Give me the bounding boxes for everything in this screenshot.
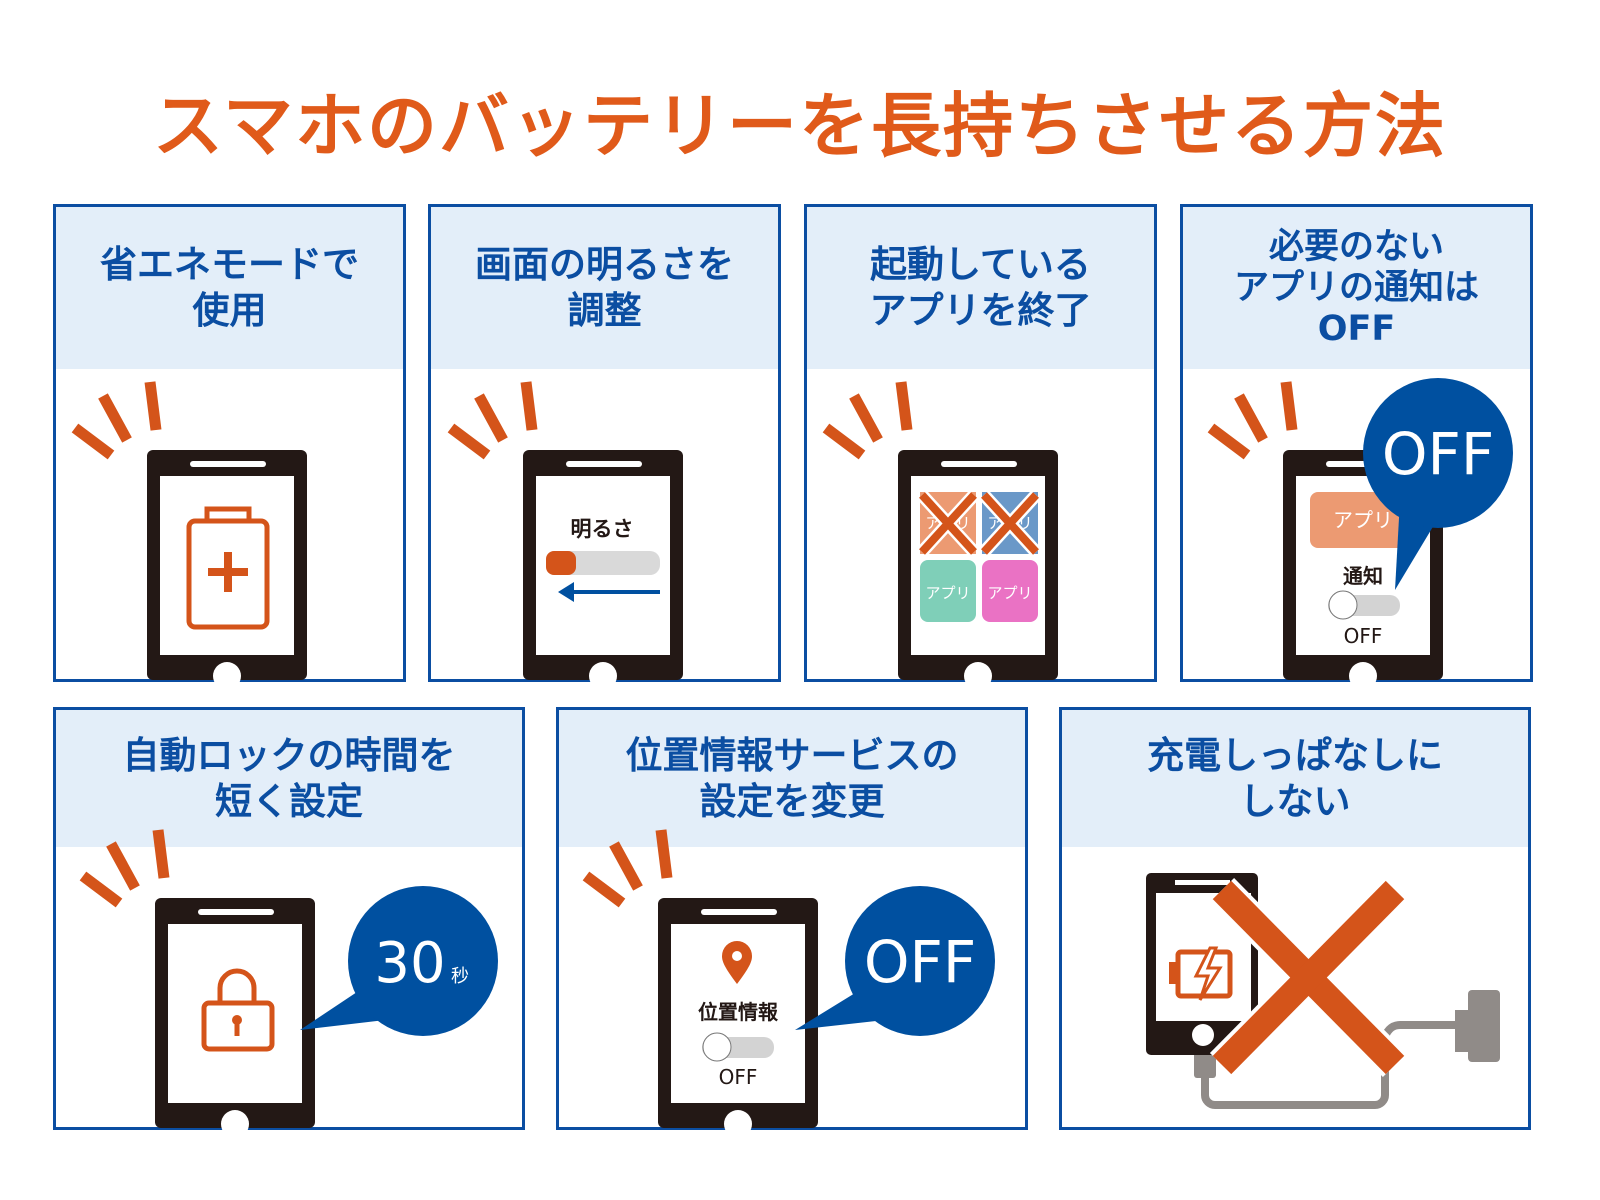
panel-heading: 自動ロックの時間を 短く設定 bbox=[56, 710, 522, 847]
panel-close-apps: 起動している アプリを終了 bbox=[804, 204, 1157, 682]
panel-heading: 位置情報サービスの 設定を変更 bbox=[559, 710, 1025, 847]
panel-notifications: 必要のない アプリの通知は OFF bbox=[1180, 204, 1533, 682]
panel-heading: 起動している アプリを終了 bbox=[807, 207, 1154, 369]
panel-heading: 充電しっぱなしに しない bbox=[1062, 710, 1528, 847]
panel-location: 位置情報サービスの 設定を変更 bbox=[556, 707, 1028, 1130]
panel-heading: 画面の明るさを 調整 bbox=[431, 207, 778, 369]
panel-heading: 省エネモードで 使用 bbox=[56, 207, 403, 369]
panel-brightness: 画面の明るさを 調整 bbox=[428, 204, 781, 682]
page-title: スマホのバッテリーを長持ちさせる方法 bbox=[153, 85, 1447, 167]
panel-charging: 充電しっぱなしに しない bbox=[1059, 707, 1531, 1130]
panel-heading: 必要のない アプリの通知は OFF bbox=[1183, 207, 1530, 369]
panel-power-saving: 省エネモードで 使用 bbox=[53, 204, 406, 682]
panel-auto-lock: 自動ロックの時間を 短く設定 bbox=[53, 707, 525, 1130]
